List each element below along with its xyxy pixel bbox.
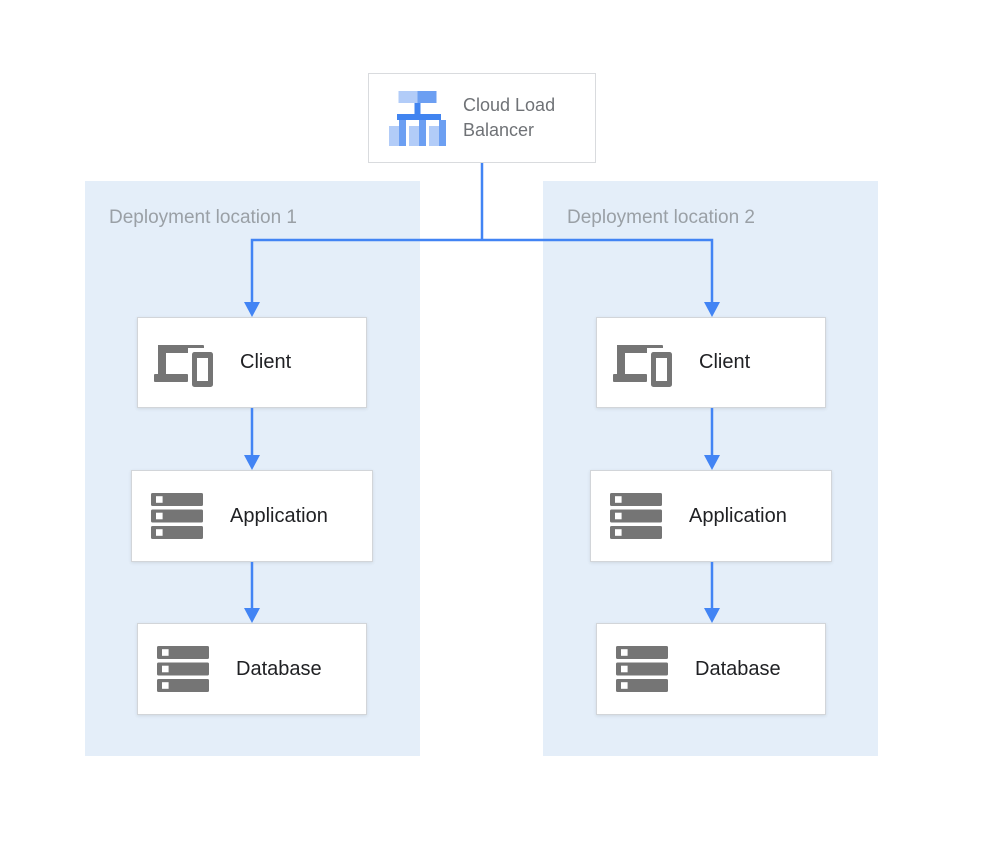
cloud-load-balancer-icon: [389, 90, 446, 146]
server-stack-icon: [616, 646, 668, 692]
node-application-2: Application: [590, 470, 832, 562]
node-database-1: Database: [137, 623, 367, 715]
client-devices-icon: [613, 344, 673, 387]
panel-deployment-location-2: Deployment location 2 Client Applic: [543, 181, 878, 756]
server-stack-icon: [157, 646, 209, 692]
load-balancer-node: Cloud Load Balancer: [368, 73, 596, 163]
node-label: Client: [699, 351, 751, 373]
node-application-1: Application: [131, 470, 373, 562]
node-label: Application: [689, 504, 787, 527]
node-label: Database: [695, 657, 781, 680]
node-client-1: Client: [137, 317, 367, 408]
node-label: Database: [236, 657, 322, 680]
panel-deployment-location-1: Deployment location 1 Client Applic: [85, 181, 420, 756]
client-devices-icon: [154, 344, 214, 387]
server-stack-icon: [610, 493, 662, 539]
load-balancer-label: Cloud Load Balancer: [463, 95, 556, 140]
panel-label: Deployment location 1: [109, 207, 297, 228]
node-client-2: Client: [596, 317, 826, 408]
node-label: Application: [230, 504, 328, 527]
node-database-2: Database: [596, 623, 826, 715]
panel-label: Deployment location 2: [567, 207, 755, 228]
server-stack-icon: [151, 493, 203, 539]
node-label: Client: [240, 351, 292, 373]
